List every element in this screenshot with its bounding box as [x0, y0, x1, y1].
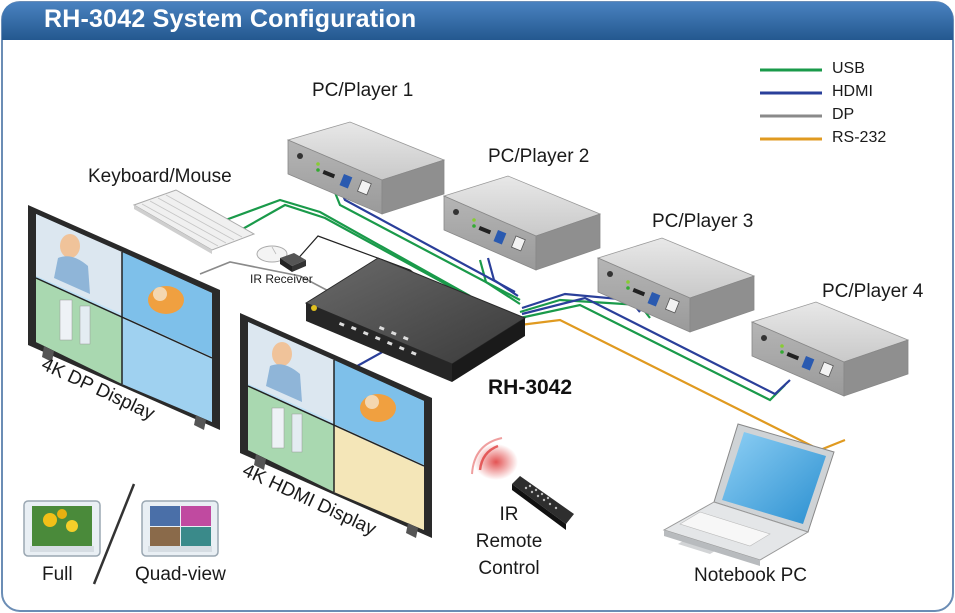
rh3042-switch [304, 257, 527, 382]
legend-hdmi-label: HDMI [832, 83, 873, 100]
player-1-box [286, 121, 446, 215]
player-4-box [750, 301, 910, 397]
player-4-label: PC/Player 4 [822, 281, 924, 302]
hdmi-display [240, 313, 432, 538]
ir-remote-label-line1: IR [499, 504, 519, 525]
legend-usb-label: USB [832, 60, 865, 77]
hdmi-cable-player4 [521, 296, 791, 396]
player-2-box [442, 175, 602, 271]
ir-remote-label-line3: Control [478, 558, 540, 579]
player-3-box [596, 237, 756, 333]
keyboard-mouse-label: Keyboard/Mouse [88, 166, 232, 187]
full-mode-label: Full [42, 564, 73, 585]
quad-view-icon [141, 500, 219, 557]
full-mode-icon [23, 500, 101, 557]
rs232-cable-notebook [519, 318, 846, 452]
usb-cable-player2 [478, 259, 521, 305]
player-1-label: PC/Player 1 [312, 80, 414, 101]
switch-label: RH-3042 [488, 376, 573, 399]
notebook-icon [662, 423, 835, 566]
player-2-label: PC/Player 2 [488, 146, 590, 167]
ir-receiver-icon [280, 253, 306, 272]
page-title: RH-3042 System Configuration [44, 5, 417, 33]
dp-display [28, 205, 220, 430]
header-bar [2, 2, 953, 40]
ir-remote-icon [471, 437, 574, 530]
legend-rs232-label: RS-232 [832, 129, 887, 146]
hdmi-cable-player2 [486, 257, 519, 297]
keyboard-icon [132, 189, 256, 254]
legend-dp-label: DP [832, 106, 855, 123]
dp-cable-display [199, 261, 339, 297]
mouse-icon [256, 245, 288, 263]
usb-cable-mouse [231, 203, 476, 301]
quad-view-label: Quad-view [135, 564, 226, 585]
notebook-label: Notebook PC [694, 565, 808, 586]
player-3-label: PC/Player 3 [652, 211, 754, 232]
mode-divider [92, 483, 136, 585]
ir-receiver-label: IR Receiver [250, 272, 313, 286]
usb-cable-keyboard [211, 198, 471, 297]
ir-remote-label-line2: Remote [475, 531, 543, 552]
